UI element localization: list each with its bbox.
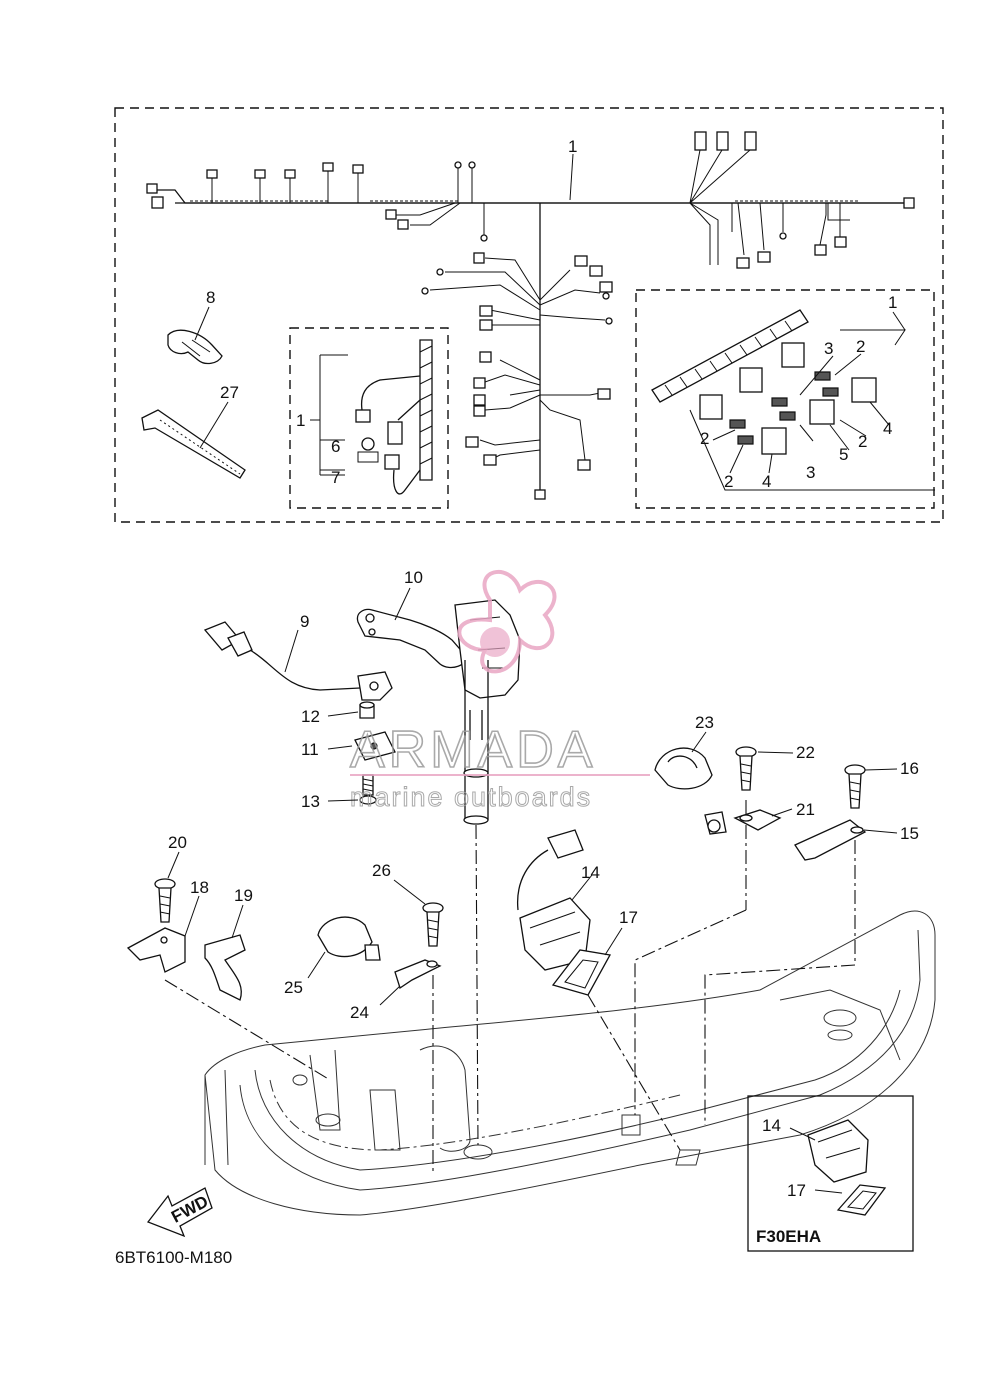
callout-27: 27 bbox=[220, 383, 239, 402]
part-18-bracket bbox=[126, 927, 186, 973]
part-8-clamp bbox=[167, 329, 223, 365]
callout-6: 6 bbox=[331, 437, 340, 456]
callout-7: 7 bbox=[331, 468, 340, 487]
part-27-cable-tie bbox=[141, 409, 246, 479]
part-13-screw bbox=[359, 774, 377, 805]
callout-5: 5 bbox=[839, 445, 848, 464]
part-20-bolt bbox=[154, 878, 176, 923]
part-24-plate bbox=[394, 959, 442, 990]
propeller-logo-icon bbox=[457, 570, 557, 674]
callout-14-inset: 14 bbox=[762, 1116, 781, 1135]
connector-kit bbox=[651, 309, 935, 491]
callout-11: 11 bbox=[301, 740, 319, 759]
part-15-bracket bbox=[794, 819, 867, 861]
part-21-washer bbox=[733, 809, 782, 831]
callout-3-a: 3 bbox=[824, 339, 833, 358]
callout-22: 22 bbox=[796, 743, 815, 762]
callout-13: 13 bbox=[301, 792, 320, 811]
assembly-line-15 bbox=[704, 964, 856, 1125]
part-9-sensor bbox=[203, 621, 393, 701]
callout-19: 19 bbox=[234, 886, 253, 905]
part-22-bolt bbox=[735, 746, 757, 910]
inset-part-14-switch bbox=[807, 1119, 869, 1183]
callout-labels: 1 1 1 2 2 2 2 3 3 4 4 5 6 7 8 27 9 10 11… bbox=[168, 137, 919, 1200]
callout-24: 24 bbox=[350, 1003, 369, 1022]
part-17-gasket bbox=[551, 949, 612, 996]
harness-group-frame bbox=[114, 107, 944, 523]
callout-18: 18 bbox=[190, 878, 209, 897]
callout-1-sub: 1 bbox=[296, 411, 305, 430]
part-11-plate bbox=[354, 731, 396, 761]
callout-16: 16 bbox=[900, 759, 919, 778]
callout-1: 1 bbox=[568, 137, 577, 156]
watermark-brand: ARMADA bbox=[350, 721, 596, 779]
watermark-tagline: marine outboards bbox=[350, 782, 592, 812]
callout-15: 15 bbox=[900, 824, 919, 843]
part-19-clamp bbox=[204, 934, 246, 1001]
wire-harness bbox=[146, 131, 915, 500]
part-14-switch bbox=[516, 829, 591, 971]
callout-bracket-6-7 bbox=[310, 354, 348, 476]
inset-part-17-gasket bbox=[836, 1184, 887, 1216]
assembly-line-18 bbox=[164, 979, 331, 1081]
part-16-bolt bbox=[844, 764, 866, 965]
inset-box bbox=[747, 1095, 914, 1252]
callout-25: 25 bbox=[284, 978, 303, 997]
callout-2-a: 2 bbox=[856, 337, 865, 356]
assembly-line-21 bbox=[634, 909, 747, 1115]
callout-8: 8 bbox=[206, 288, 215, 307]
callout-10: 10 bbox=[404, 568, 423, 587]
connector-kit-frame bbox=[635, 289, 935, 509]
callout-4-a: 4 bbox=[762, 472, 771, 491]
armada-watermark: ARMADA marine outboards bbox=[349, 570, 650, 813]
callout-12: 12 bbox=[301, 707, 320, 726]
leader-lines bbox=[167, 153, 906, 1194]
callout-21: 21 bbox=[796, 800, 815, 819]
callout-3-b: 3 bbox=[806, 463, 815, 482]
callout-4-b: 4 bbox=[883, 419, 892, 438]
callout-1-kit: 1 bbox=[888, 293, 897, 312]
callout-20: 20 bbox=[168, 833, 187, 852]
callout-2-d: 2 bbox=[858, 432, 867, 451]
part-23-clamp bbox=[654, 747, 727, 835]
callout-14: 14 bbox=[581, 863, 600, 882]
fwd-arrow-icon: FWD bbox=[146, 1187, 213, 1238]
bottom-cowling bbox=[204, 910, 936, 1216]
callout-23: 23 bbox=[695, 713, 714, 732]
diagram-code: 6BT6100-M180 bbox=[115, 1248, 232, 1267]
part-26-bolt bbox=[422, 902, 444, 1175]
callout-2-b: 2 bbox=[700, 429, 709, 448]
callout-17-inset: 17 bbox=[787, 1181, 806, 1200]
inset-model-label: F30EHA bbox=[756, 1227, 821, 1246]
parts-6-7-frame bbox=[289, 327, 449, 509]
part-25-clamp bbox=[317, 916, 381, 961]
part-12-collar bbox=[359, 701, 375, 719]
callout-2-c: 2 bbox=[724, 472, 733, 491]
callout-17: 17 bbox=[619, 908, 638, 927]
parts-6-7-harness bbox=[355, 339, 433, 495]
assembly-line-17 bbox=[587, 994, 681, 1151]
callout-26: 26 bbox=[372, 861, 391, 880]
callout-9: 9 bbox=[300, 612, 309, 631]
